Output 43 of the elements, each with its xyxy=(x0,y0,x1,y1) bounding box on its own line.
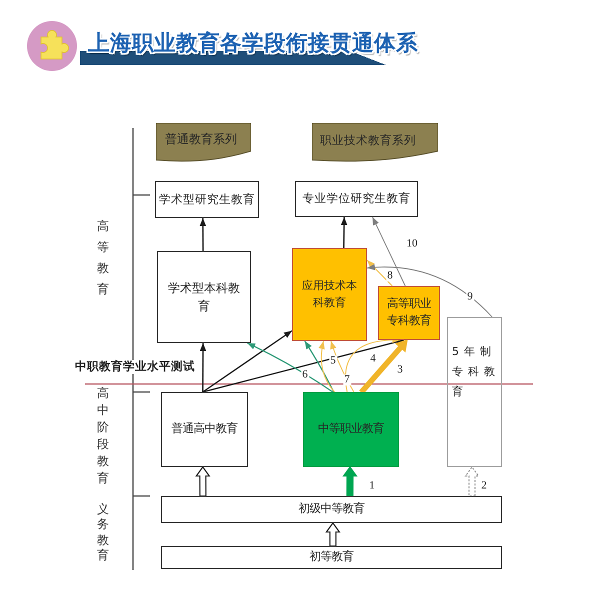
banner: 职业技术教育系列 xyxy=(312,123,438,162)
arrow xyxy=(366,264,493,318)
edge-label: 2 xyxy=(480,480,488,492)
section-label: 高中阶段教育 xyxy=(97,385,109,487)
process-box: 初等教育 xyxy=(161,546,502,569)
process-box: 学术型本科教育 xyxy=(157,251,251,343)
process-box: 中等职业教育 xyxy=(303,392,399,467)
arrow xyxy=(246,342,334,392)
arrow xyxy=(318,340,336,392)
section-label: 高等教育 xyxy=(97,218,109,298)
process-box: 应用技术本科教育 xyxy=(292,248,367,341)
section-label: 中职教育学业水平测试 xyxy=(75,360,195,374)
block-arrow xyxy=(195,466,210,497)
process-box: 普通高中教育 xyxy=(161,392,248,467)
title: 上海职业教育各学段衔接贯通体系 xyxy=(80,31,418,65)
block-arrow xyxy=(342,466,358,497)
edge-label: 6 xyxy=(301,370,309,380)
banner: 普通教育系列 xyxy=(156,123,251,162)
edge-label: 1 xyxy=(368,480,376,492)
arrow xyxy=(340,217,348,248)
arrow xyxy=(372,216,406,286)
arrow xyxy=(330,340,354,392)
edge-label: 9 xyxy=(466,292,474,302)
process-box: 专业学位研究生教育 xyxy=(295,181,418,217)
edge-label: 3 xyxy=(396,364,404,376)
process-box: 学术型研究生教育 xyxy=(155,181,259,218)
process-box: 高等职业专科教育 xyxy=(378,286,440,340)
arrow xyxy=(200,218,206,251)
process-box: 初级中等教育 xyxy=(161,496,502,523)
block-arrow xyxy=(359,339,408,394)
arrow xyxy=(304,340,334,392)
edge-label: 10 xyxy=(406,238,418,250)
arrow xyxy=(200,343,206,392)
process-box: 5年制专科教育 xyxy=(447,317,502,467)
arrow xyxy=(202,330,292,393)
block-arrow xyxy=(325,522,340,547)
section-label: 义务教育 xyxy=(97,502,109,564)
edge-label: 8 xyxy=(386,270,394,282)
block-arrow xyxy=(464,466,480,496)
edge-label: 7 xyxy=(343,374,351,386)
edge-label: 4 xyxy=(369,354,377,364)
edge-label: 5 xyxy=(329,356,337,366)
arrow xyxy=(366,260,393,286)
